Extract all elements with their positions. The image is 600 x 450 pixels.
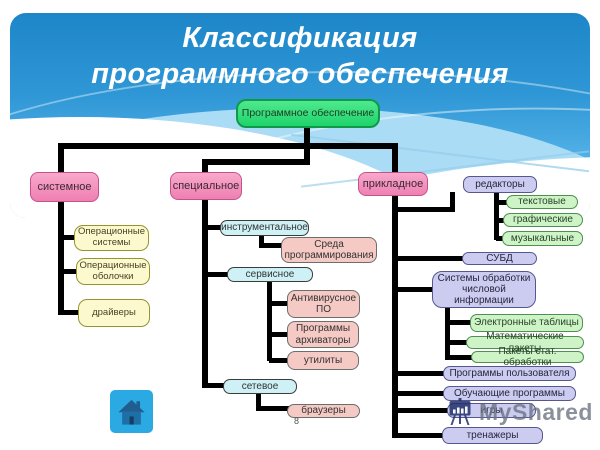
tree-connector: [60, 235, 76, 240]
tree-connector: [269, 332, 289, 337]
tree-connector: [395, 371, 444, 376]
easel-chart-icon: [449, 398, 471, 425]
tree-connector: [205, 272, 230, 277]
node-music-editors: музыкальные: [502, 231, 583, 246]
node-dbms: СУБД: [462, 252, 537, 265]
tree-connector: [392, 194, 398, 438]
tree-connector: [256, 406, 289, 411]
node-educational: Обучающие программы: [443, 386, 576, 401]
tree-connector: [269, 358, 289, 363]
node-software-root: Программное обеспечение: [236, 99, 380, 128]
node-trainers: тренажеры: [442, 427, 543, 444]
tree-connector: [447, 320, 471, 325]
tree-connector: [395, 207, 455, 212]
tree-connector: [447, 340, 467, 345]
home-icon: [118, 399, 145, 425]
node-archivers: Программы архиваторы: [287, 321, 359, 348]
node-instrumental: инструментальное: [220, 220, 309, 236]
node-service: сервисное: [227, 267, 313, 282]
tree-connector: [259, 235, 264, 248]
tree-connector: [202, 159, 208, 174]
watermark-text: MyShared: [479, 399, 593, 425]
tree-connector: [205, 225, 223, 230]
node-operating-systems: Операционные системы: [74, 225, 149, 251]
tree-connector: [395, 408, 448, 413]
tree-connector: [392, 143, 398, 174]
myshared-watermark: MyShared: [444, 397, 593, 428]
tree-connector: [494, 192, 499, 240]
node-stat-packages: Пакеты стат. обработки: [471, 346, 584, 368]
tree-connector: [496, 236, 504, 241]
node-math-packages: Математические пакеты: [466, 331, 584, 354]
tree-connector: [60, 269, 78, 274]
node-editors: редакторы: [463, 176, 537, 193]
node-special: специальное: [170, 172, 242, 200]
tree-connector: [269, 301, 289, 306]
tree-connector: [202, 198, 208, 388]
tree-connector: [496, 200, 508, 205]
tree-connector: [267, 281, 272, 361]
tree-connector: [256, 392, 261, 408]
tree-connector: [58, 143, 64, 174]
home-button[interactable]: [110, 390, 153, 433]
tree-connector: [395, 433, 443, 438]
node-operating-shells: Операционные оболочки: [76, 258, 150, 285]
tree-connector: [58, 143, 398, 149]
node-programming-environment: Среда программирования: [281, 237, 377, 263]
node-text-editors: текстовые: [506, 195, 578, 209]
node-system: системное: [30, 172, 99, 202]
node-drivers: драйверы: [78, 299, 150, 327]
tree-connector: [60, 310, 80, 315]
tree-connector: [259, 243, 283, 248]
node-user-programs: Программы пользователя: [443, 366, 576, 381]
node-graphic-editors: графические: [503, 213, 583, 227]
tree-connector: [304, 143, 310, 165]
tree-connector: [304, 127, 310, 145]
tree-connector: [395, 256, 463, 261]
node-spreadsheets: Электронные таблицы: [470, 314, 583, 332]
page-number: 8: [294, 416, 300, 426]
tree-connector: [58, 200, 64, 315]
tree-connector: [205, 383, 225, 388]
node-antivirus: Антивирусное ПО: [287, 290, 360, 318]
tree-connector: [450, 192, 455, 211]
tree-connector: [395, 391, 444, 396]
node-browsers: браузеры: [287, 404, 360, 418]
node-applied: прикладное: [358, 172, 428, 196]
tree-connector: [447, 355, 472, 360]
node-network: сетевое: [223, 379, 297, 394]
wave-arc: [10, 71, 590, 218]
node-numeric-processing: Системы обработки числовой информации: [432, 271, 536, 308]
tree-connector: [496, 218, 505, 223]
tree-connector: [395, 287, 433, 292]
node-utilities: утилиты: [287, 351, 359, 370]
tree-connector: [202, 159, 310, 165]
tree-connector: [445, 308, 450, 360]
